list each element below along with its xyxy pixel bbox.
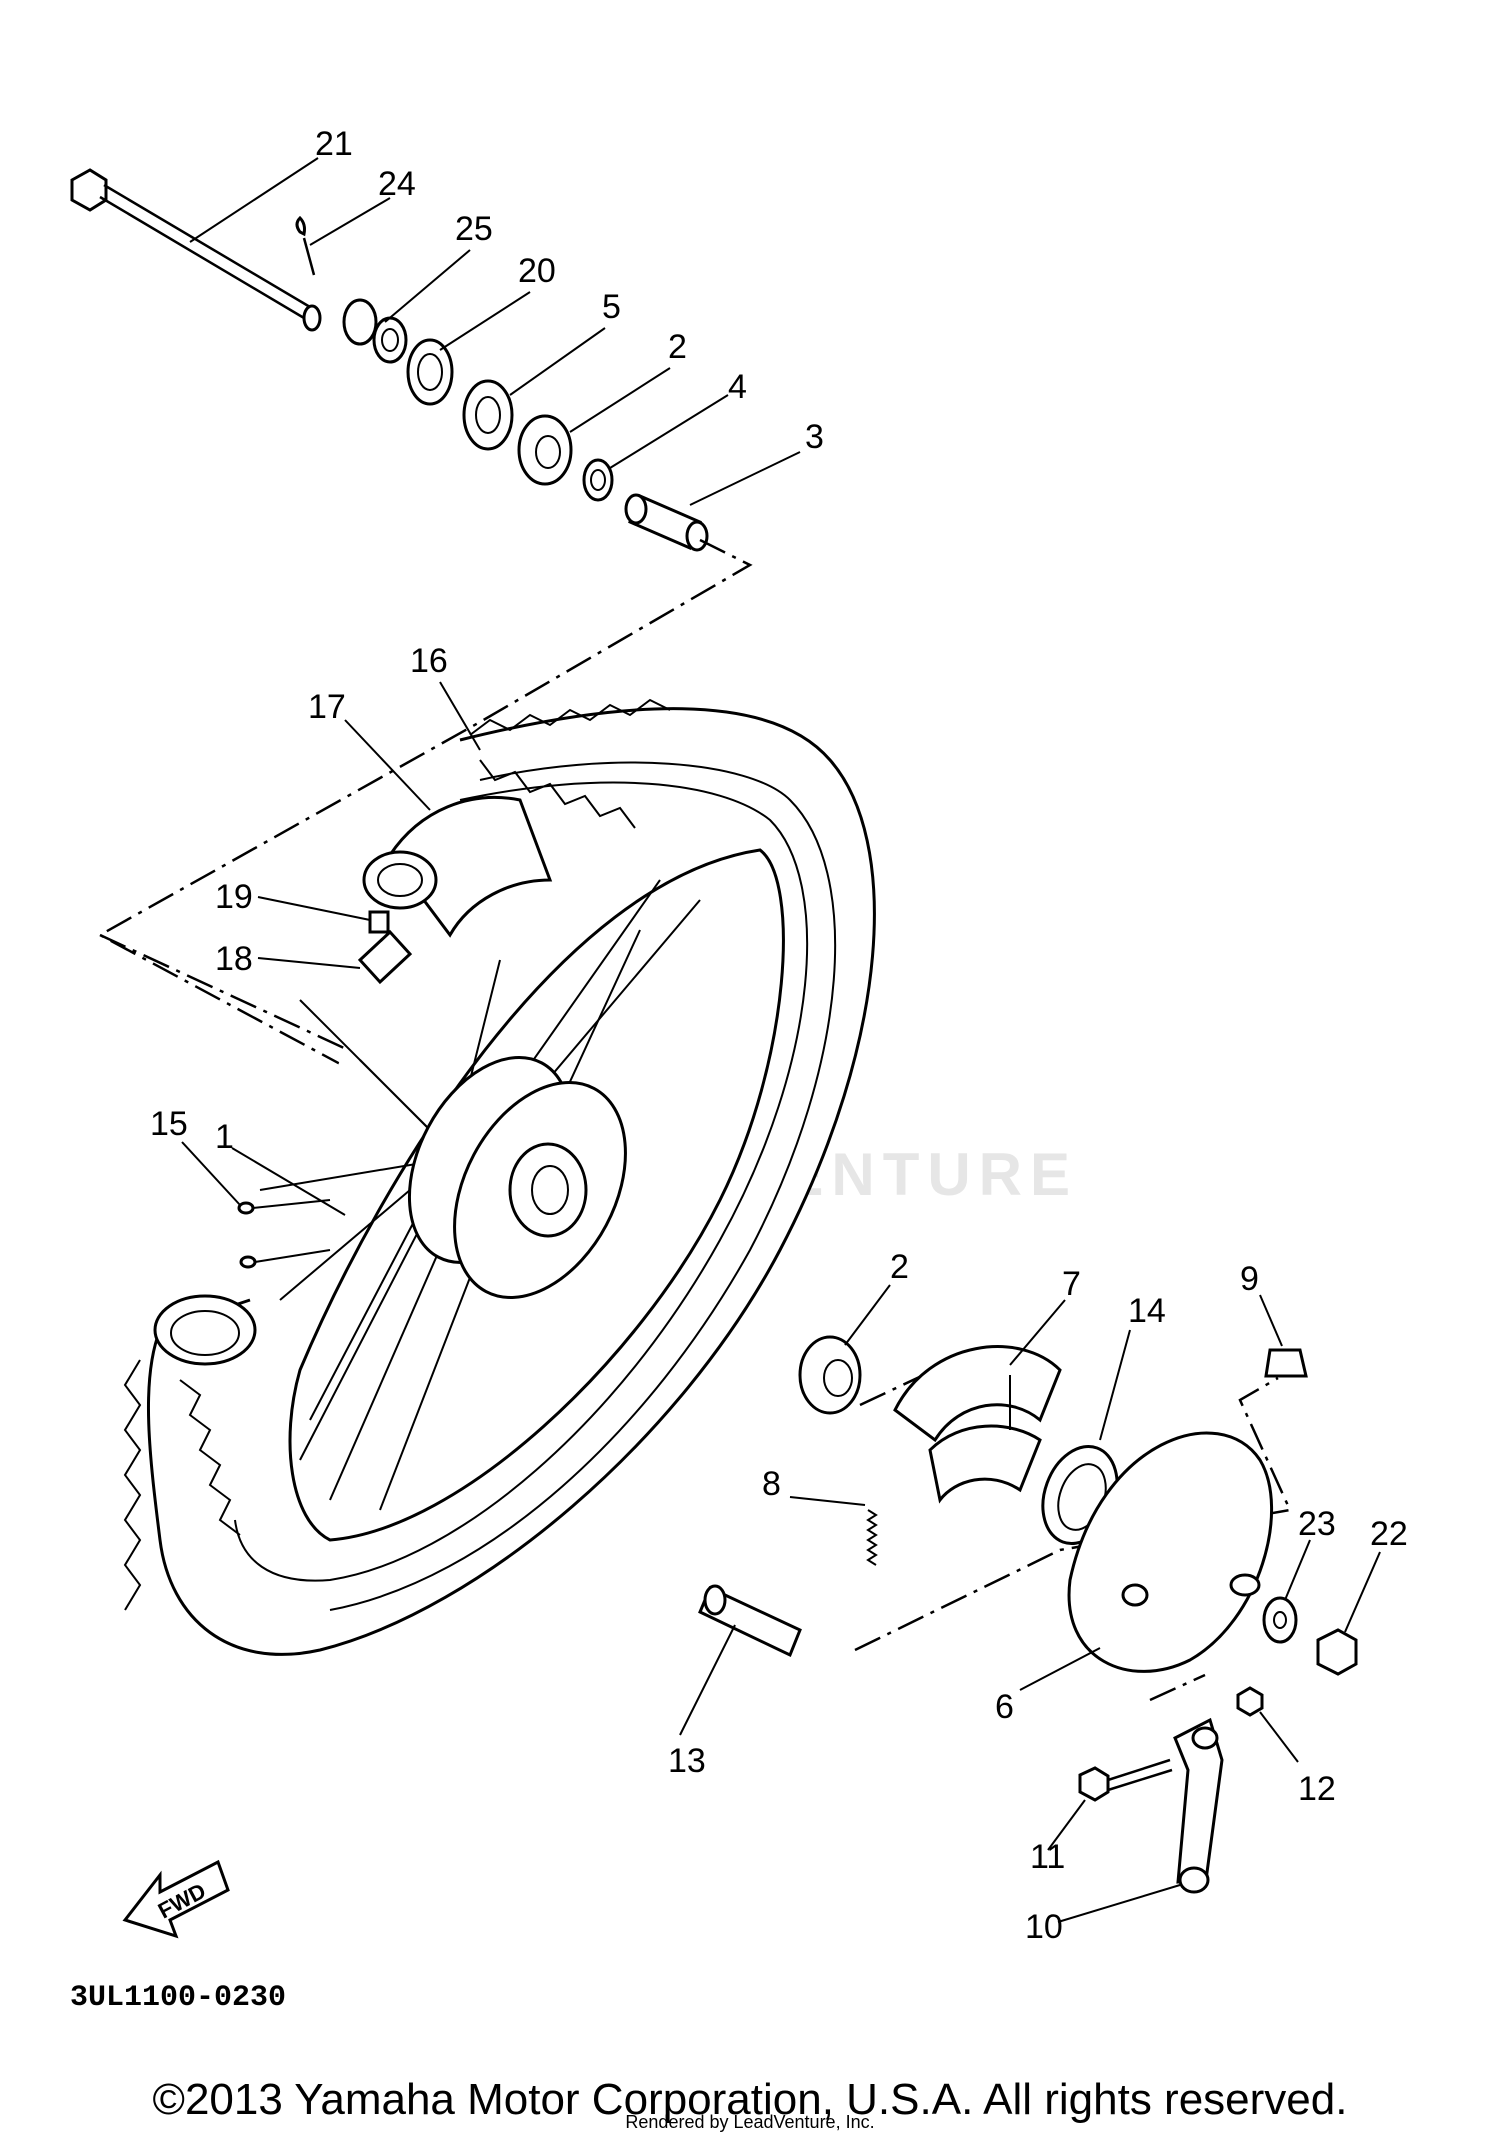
- brake-shoe-part-7[interactable]: [893, 1345, 1062, 1504]
- copyright-notice: ©2013 Yamaha Motor Corporation, U.S.A. A…: [152, 2075, 1348, 2124]
- panel-alignment-line: [1149, 1673, 1206, 1702]
- collar-part-25[interactable]: [342, 298, 408, 364]
- callout-2-lower: 2: [890, 1248, 909, 1286]
- callout-13: 13: [668, 1742, 706, 1780]
- diagram-code: 3UL1100-0230: [70, 1981, 286, 2015]
- callout-24: 24: [378, 165, 416, 203]
- oil-seal-part-20[interactable]: [406, 338, 454, 406]
- brake-panel-part-6[interactable]: [1067, 1431, 1274, 1673]
- tube-part-17[interactable]: [362, 795, 553, 938]
- rim-band-part-18[interactable]: [357, 929, 413, 985]
- leader-lines: [181, 157, 1381, 1923]
- spring-part-8[interactable]: [866, 1509, 878, 1566]
- callout-22: 22: [1370, 1515, 1408, 1553]
- callout-21: 21: [315, 125, 353, 163]
- seal-part-4[interactable]: [582, 458, 614, 502]
- spoke-alignment-line: [99, 933, 371, 1062]
- callout-10: 10: [1025, 1908, 1063, 1946]
- cam-part-13[interactable]: [698, 1584, 802, 1658]
- shoe-alignment-line: [859, 1363, 946, 1407]
- callout-20: 20: [518, 252, 556, 290]
- spoke-nipple-part-15[interactable]: [237, 1199, 331, 1269]
- callout-1: 1: [215, 1118, 234, 1156]
- rendered-by-notice: Rendered by LeadVenture, Inc.: [625, 2112, 875, 2132]
- callout-15: 15: [150, 1105, 188, 1143]
- callout-14: 14: [1128, 1292, 1166, 1330]
- bolt-part-11[interactable]: [1078, 1758, 1173, 1802]
- hub-part[interactable]: [377, 1030, 661, 1327]
- camshaft-lever-part-10[interactable]: [1173, 1717, 1224, 1894]
- washer-part-23[interactable]: [1262, 1596, 1298, 1644]
- bearing-part-5[interactable]: [462, 379, 514, 451]
- cotter-pin-part-24[interactable]: [295, 215, 316, 276]
- bearing-part-2-lower[interactable]: [798, 1335, 862, 1415]
- callout-2-upper: 2: [668, 328, 687, 366]
- axle-alignment-line: [97, 538, 753, 1082]
- callout-4: 4: [728, 368, 747, 406]
- fwd-arrow-icon: FWD: [122, 1859, 230, 1939]
- callout-16: 16: [410, 642, 448, 680]
- nut-part-12[interactable]: [1236, 1686, 1264, 1717]
- nut-part-22[interactable]: [1316, 1628, 1358, 1676]
- axle-part-21[interactable]: [70, 168, 322, 332]
- callout-17: 17: [308, 688, 346, 726]
- callout-11: 11: [1030, 1838, 1065, 1876]
- callout-23: 23: [1298, 1505, 1336, 1543]
- spacer-part-3[interactable]: [624, 493, 709, 552]
- callout-7: 7: [1062, 1265, 1081, 1303]
- callout-3: 3: [805, 418, 824, 456]
- callout-5: 5: [602, 288, 621, 326]
- callout-19: 19: [215, 878, 253, 916]
- callout-12: 12: [1298, 1770, 1336, 1808]
- callout-8: 8: [762, 1465, 781, 1503]
- callout-9: 9: [1240, 1260, 1259, 1298]
- bearing-part-2-upper[interactable]: [517, 414, 573, 486]
- callout-18: 18: [215, 940, 253, 978]
- callout-6: 6: [995, 1688, 1014, 1726]
- brake-alignment-line: [854, 1376, 1292, 1652]
- callout-25: 25: [455, 210, 493, 248]
- valve-cap-part-19[interactable]: [368, 910, 390, 934]
- indicator-part-9[interactable]: [1264, 1348, 1308, 1378]
